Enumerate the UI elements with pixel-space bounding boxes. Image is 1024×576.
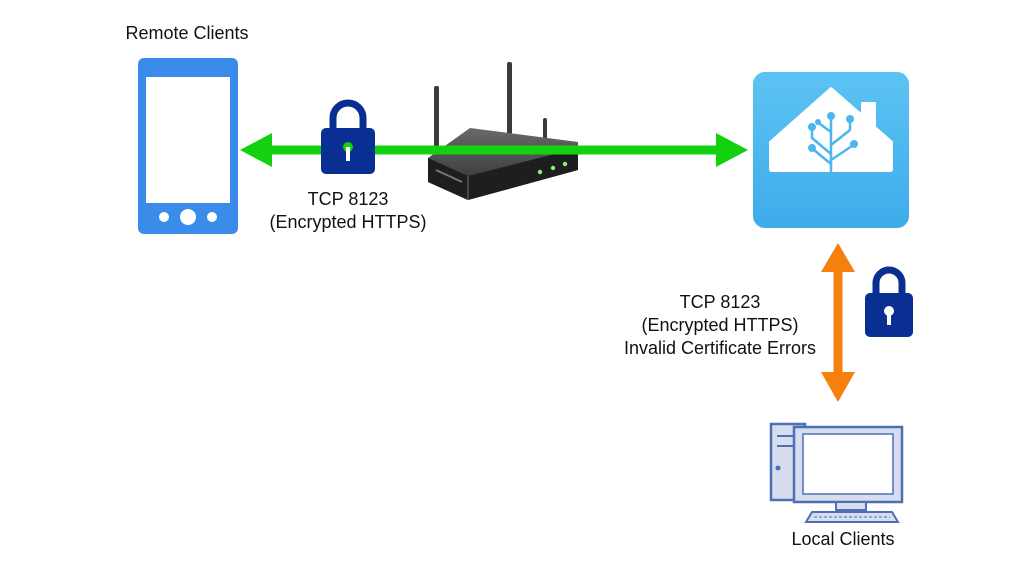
router-icon [428,62,578,200]
local-link-port: TCP 8123 [679,292,761,312]
local-link-warning: Invalid Certificate Errors [623,338,817,358]
padlock-icon-local [865,266,913,337]
smartphone-icon [138,58,238,234]
local-link-label: TCP 8123 (Encrypted HTTPS) Invalid Certi… [600,291,840,360]
desktop-computer-icon [769,422,904,523]
remote-link-label: TCP 8123 (Encrypted HTTPS) [248,188,448,234]
local-link-arrow [821,243,855,402]
padlock-icon [321,99,375,174]
local-link-protocol: (Encrypted HTTPS) [641,315,799,335]
remote-clients-label: Remote Clients [125,23,249,43]
remote-link-protocol: (Encrypted HTTPS) [269,212,427,232]
local-clients-label: Local Clients [791,529,895,549]
remote-link-port: TCP 8123 [307,189,389,209]
home-assistant-logo [753,72,909,228]
